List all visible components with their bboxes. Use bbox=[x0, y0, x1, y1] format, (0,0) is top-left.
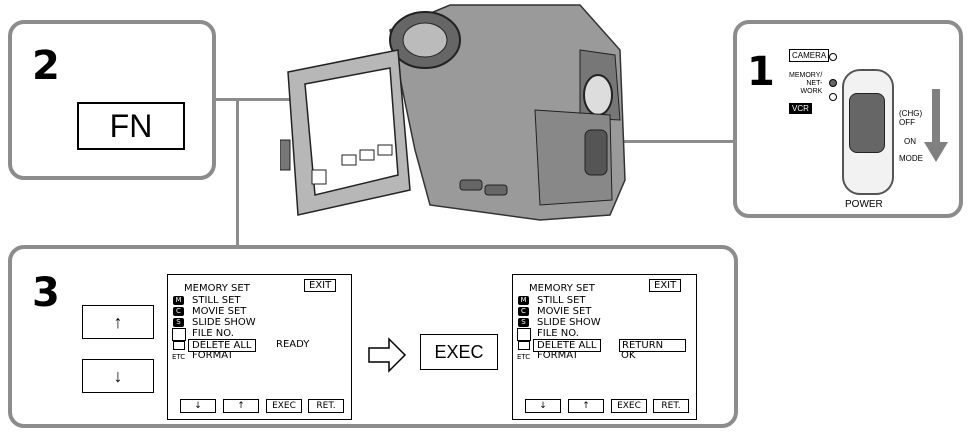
menu-item[interactable]: FORMAT bbox=[192, 350, 234, 361]
still-icon: M bbox=[173, 296, 184, 305]
up-button[interactable]: ↑ bbox=[82, 305, 154, 339]
lamp-icon bbox=[829, 93, 837, 101]
menu-item[interactable]: SLIDE SHOW bbox=[537, 317, 601, 328]
exec-label: EXEC bbox=[434, 341, 484, 362]
menu-item[interactable]: STILL SET bbox=[537, 295, 586, 306]
memory-card-icon bbox=[517, 328, 531, 341]
down-button[interactable]: ↓ bbox=[82, 359, 154, 393]
menu-item[interactable]: MOVIE SET bbox=[537, 306, 592, 317]
movie-icon: C bbox=[173, 307, 184, 316]
step-2-panel: 2 FN bbox=[8, 20, 216, 180]
screen-exec-button[interactable]: EXEC bbox=[611, 399, 647, 413]
menu-item[interactable]: FILE NO. bbox=[192, 328, 234, 339]
screen-ret-button[interactable]: RET. bbox=[308, 399, 344, 413]
menu-item[interactable]: MOVIE SET bbox=[192, 306, 247, 317]
position-on: ON bbox=[904, 137, 916, 146]
menu-item[interactable]: SLIDE SHOW bbox=[192, 317, 256, 328]
camera-icon bbox=[518, 341, 530, 350]
menu-item[interactable]: STILL SET bbox=[192, 295, 241, 306]
slide-icon: S bbox=[518, 318, 529, 327]
camcorder-illustration bbox=[280, 4, 626, 221]
power-switch[interactable] bbox=[842, 69, 894, 195]
menu-screen-before: MEMORY SET EXIT M STILL SET C MOVIE SET … bbox=[167, 274, 352, 420]
lamp-icon bbox=[829, 53, 837, 61]
exit-button[interactable]: EXIT bbox=[649, 279, 682, 292]
screen-down-button[interactable]: ↓ bbox=[180, 399, 216, 413]
menu-title: MEMORY SET bbox=[184, 283, 250, 294]
right-arrow-icon bbox=[367, 337, 407, 378]
menu-title: MEMORY SET bbox=[529, 283, 595, 294]
menu-item-selected[interactable]: DELETE ALL bbox=[533, 339, 601, 352]
etc-icon: ETC bbox=[172, 353, 186, 361]
screen-up-button[interactable]: ↑ bbox=[223, 399, 259, 413]
power-label: POWER bbox=[845, 199, 883, 210]
down-arrow-label: ↓ bbox=[113, 365, 123, 386]
option-return[interactable]: RETURN bbox=[619, 339, 687, 352]
step-1-panel: 1 CAMERA MEMORY/ NET- WORK VCR (CHG) OFF… bbox=[733, 20, 963, 218]
down-arrow-head-icon bbox=[924, 142, 948, 162]
option-ok[interactable]: OK bbox=[621, 350, 636, 361]
movie-icon: C bbox=[518, 307, 529, 316]
menu-screen-after: MEMORY SET EXIT M STILL SET C MOVIE SET … bbox=[512, 274, 697, 420]
still-icon: M bbox=[518, 296, 529, 305]
exit-button[interactable]: EXIT bbox=[304, 279, 337, 292]
mode-vcr-label: VCR bbox=[789, 103, 812, 114]
position-off: OFF bbox=[899, 118, 915, 127]
up-arrow-label: ↑ bbox=[113, 311, 123, 332]
connector-line bbox=[600, 140, 735, 143]
memory-card-icon bbox=[172, 328, 186, 341]
menu-item[interactable]: FORMAT bbox=[537, 350, 579, 361]
etc-icon: ETC bbox=[517, 353, 531, 361]
menu-item[interactable]: FILE NO. bbox=[537, 328, 579, 339]
step-number: 2 bbox=[32, 43, 60, 89]
step-3-panel: 3 ↑ ↓ MEMORY SET EXIT M STILL SET C MOVI… bbox=[8, 245, 738, 428]
step-number: 1 bbox=[747, 49, 775, 95]
fn-label: FN bbox=[109, 107, 153, 144]
screen-ret-button[interactable]: RET. bbox=[653, 399, 689, 413]
lamp-icon bbox=[829, 79, 837, 87]
down-arrow-icon bbox=[932, 89, 940, 144]
position-mode: MODE bbox=[899, 154, 923, 163]
connector-line bbox=[236, 98, 239, 248]
fn-button[interactable]: FN bbox=[77, 102, 185, 150]
camera-icon bbox=[173, 341, 185, 350]
slide-icon: S bbox=[173, 318, 184, 327]
exec-button[interactable]: EXEC bbox=[420, 334, 498, 370]
screen-exec-button[interactable]: EXEC bbox=[266, 399, 302, 413]
position-chg: (CHG) bbox=[899, 109, 923, 118]
mode-memory-label: MEMORY/ NET- WORK bbox=[789, 72, 823, 95]
mode-camera-label: CAMERA bbox=[789, 49, 830, 62]
screen-up-button[interactable]: ↑ bbox=[568, 399, 604, 413]
ready-label: READY bbox=[276, 339, 310, 350]
switch-knob[interactable] bbox=[849, 93, 885, 153]
screen-down-button[interactable]: ↓ bbox=[525, 399, 561, 413]
step-number: 3 bbox=[32, 270, 60, 316]
menu-item-selected[interactable]: DELETE ALL bbox=[188, 339, 256, 352]
